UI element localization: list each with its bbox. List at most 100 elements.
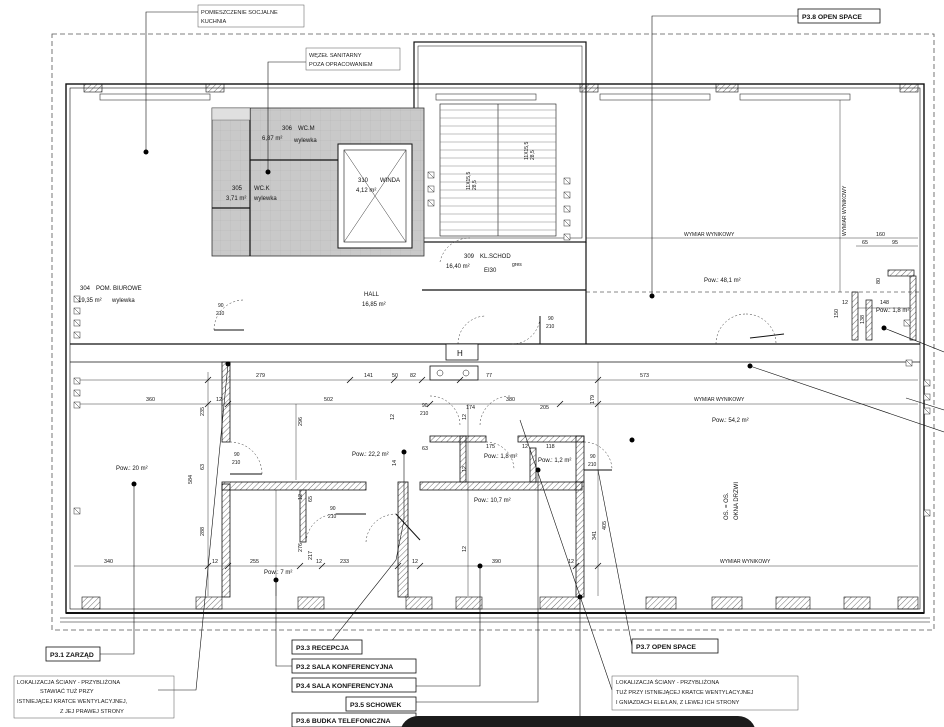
dim-b-6: 12 (412, 559, 418, 565)
dim-vl-1: 235 (200, 407, 206, 416)
os-okna-line-1: OS. = OS. (724, 492, 730, 520)
dim-b-1: 340 (104, 559, 113, 565)
dim-rv-2: 341 (592, 531, 598, 540)
os-okna-line-2: OKNA DRZWI (734, 482, 740, 520)
callout-texts: POMIESZCZENIE SOCJALNE KUCHNIA WĘZEŁ SAN… (17, 10, 862, 725)
dimension-tick (318, 562, 326, 570)
dim-vl-2: 63 (200, 464, 206, 470)
door-h-3: 210 (232, 460, 241, 466)
lower-walls (221, 361, 585, 598)
dimension-tick (426, 400, 434, 408)
wall-note-right-2: TUŻ PRZY ISTNIEJĄCEJ KRATCE WENTYLACYJNE… (616, 689, 754, 696)
dim-vm-8: 12 (390, 414, 396, 420)
vent-diagonal (73, 389, 81, 397)
dim-top-6: 573 (640, 373, 649, 379)
door-h-1: 210 (216, 311, 225, 317)
r309-name: KL.SCHOD (480, 254, 511, 260)
sala-konf-1-label: P3.2 SALA KONFERENCYJNA (296, 664, 393, 671)
room-texts: 304 POM. BIUROWE 19,35 m² wylewka 305 WC… (78, 126, 909, 576)
sanitary-zone (211, 107, 425, 257)
sanitary-node-line-2: POZA OPRACOWANIEM (309, 62, 373, 68)
r309-num: 309 (464, 254, 475, 260)
wall-note-right-1: LOKALIZACJA ŚCIANY - PRZYBLIŻONA (616, 678, 719, 686)
dimension-texts: 279 141 50 82 77 573 360 12 502 174 380 … (104, 232, 898, 565)
dim-ur-5: 80 (876, 278, 882, 284)
door-swings-lower (229, 395, 613, 543)
dimension-tick (390, 376, 398, 384)
dim-vl-4: 288 (200, 527, 206, 536)
dim-ur-1: 160 (876, 232, 885, 238)
vent-diagonal (563, 219, 571, 227)
dim-2-3: 502 (324, 397, 333, 403)
vent-diagonal (427, 199, 435, 207)
open-right-small-area: Pow.: 1,8 m² (876, 308, 909, 314)
dimension-tick (224, 400, 232, 408)
r306-floor: wylewka (293, 138, 317, 144)
dim-vm-4: 276 (298, 543, 304, 552)
vent-diagonal (73, 319, 81, 327)
dim-top-2: 141 (364, 373, 373, 379)
budka-area: Pow.: 1,2 m² (538, 458, 571, 464)
dimension-tick (456, 376, 464, 384)
vent-diagonal (73, 307, 81, 315)
door-dim-texts: 90 210 90 210 90 210 90 210 90 210 90 21… (216, 303, 597, 520)
dimension-tick (204, 400, 212, 408)
overlay-panel (401, 716, 755, 727)
vent-diagonal (923, 509, 931, 517)
recepcja-label: P3.3 RECEPCJA (296, 645, 349, 652)
dimension-tick (572, 562, 580, 570)
dim-b-7: 390 (492, 559, 501, 565)
r309-area: 16,40 m² (446, 264, 470, 270)
vent-diagonal (923, 393, 931, 401)
dim-vm-3: 65 (308, 496, 314, 502)
schowek-area: Pow.: 1,8 m² (484, 454, 517, 460)
dimension-tick (346, 376, 354, 384)
dim-b-5: 233 (340, 559, 349, 565)
door-h-5: 210 (588, 462, 597, 468)
open-space-top-label: P3.8 OPEN SPACE (802, 14, 862, 21)
wymiar-label-2: WYMIAR WYNIKOWY (694, 397, 745, 403)
sala-konf-2-label: P3.4 SALA KONFERENCYJNA (296, 683, 393, 690)
dim-top-1: 279 (256, 373, 265, 379)
vent-diagonal (905, 359, 913, 367)
social-room-line-2: KUCHNIA (201, 19, 226, 25)
r304-area: 19,35 m² (78, 298, 102, 304)
dim-vm-14: 12 (462, 546, 468, 552)
dim-ur-6: 12 (842, 300, 848, 306)
sanitary-node-line-1: WĘZEŁ SANITARNY (309, 53, 362, 59)
dimension-tick (418, 376, 426, 384)
r304-num: 304 (80, 286, 91, 292)
r305-name: WC.K (254, 186, 270, 192)
budka-label: P3.6 BUDKA TELEFONICZNA (296, 718, 391, 725)
stairs-label-a: 11X15,5 (466, 172, 472, 190)
dimension-tick (224, 562, 232, 570)
schowek-label: P3.5 SCHOWEK (350, 702, 401, 709)
dimension-tick (204, 376, 212, 384)
dim-2-2: 12 (216, 397, 222, 403)
dim-ur-4: 148 (880, 300, 889, 306)
wall-note-left-2: STAWIAĆ TUŻ PRZY (40, 688, 94, 695)
dimension-tick (594, 400, 602, 408)
vent-diagonal (903, 319, 911, 327)
building-boundary (51, 33, 935, 631)
wall-note-right-3: I GNIAZDACH ELE/LAN, Z LEWEJ ICH STRONY (616, 700, 740, 706)
dim-b-4: 12 (316, 559, 322, 565)
door-leaves-upper (214, 316, 785, 344)
dimension-tick (594, 562, 602, 570)
stair-treads (440, 109, 556, 231)
vent-diagonal (563, 191, 571, 199)
note-boxes (13, 4, 799, 719)
r310-num: 310 (358, 178, 369, 184)
dimension-ticks (204, 376, 602, 570)
dim-sm-2: 12 (522, 444, 528, 450)
open-bottom-area: Pow.: 54,2 m² (712, 418, 749, 424)
piers-top (83, 83, 919, 93)
dim-top-5: 77 (486, 373, 492, 379)
callout-boxes (45, 8, 881, 727)
dim-vl-3: 584 (188, 475, 194, 484)
vent-diagonal (73, 401, 81, 409)
windows-top (99, 93, 851, 101)
vent-diagonal (923, 407, 931, 415)
social-room-line-1: POMIESZCZENIE SOCJALNE (201, 10, 278, 16)
door-w-5: 90 (590, 454, 596, 460)
